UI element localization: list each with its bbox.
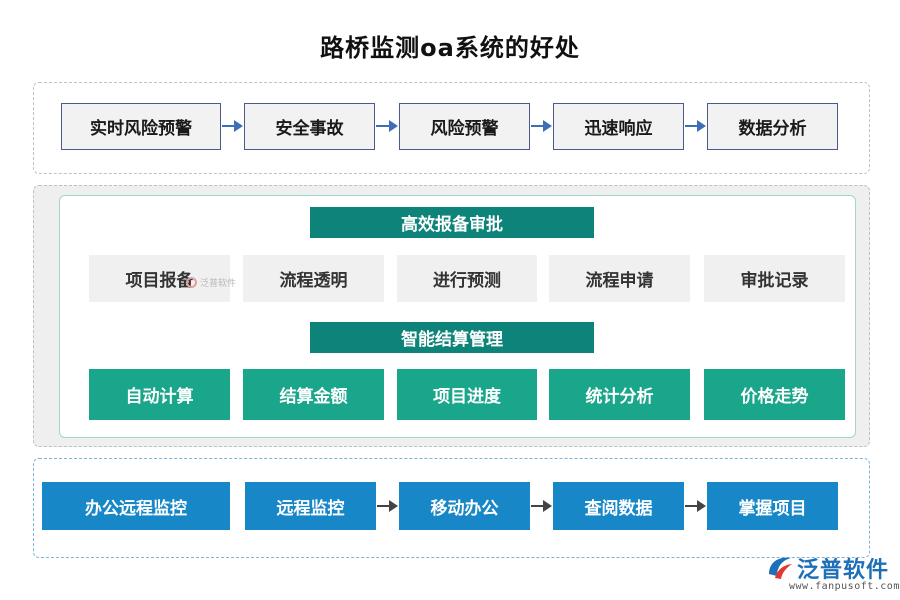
settlement-section-header: 智能结算管理 [310, 322, 594, 353]
top-flow-step-1: 实时风险预警 [61, 103, 221, 150]
top-flow-step-4: 迅速响应 [553, 103, 684, 150]
right-arrow-icon [531, 500, 552, 512]
bottom-flow-panel [33, 458, 870, 558]
watermark-logo-icon [186, 277, 197, 288]
approval-section-header: 高效报备审批 [310, 207, 594, 238]
top-flow-step-5: 数据分析 [707, 103, 838, 150]
approval-item-1: 项目报备 [89, 255, 230, 302]
settlement-item-1: 自动计算 [89, 369, 230, 420]
settlement-item-4: 统计分析 [549, 369, 690, 420]
bottom-flow-step-3: 移动办公 [399, 482, 530, 530]
bottom-flow-step-4: 查阅数据 [553, 482, 684, 530]
brand-url: www.fanpusoft.com [789, 581, 900, 592]
approval-item-4: 流程申请 [549, 255, 690, 302]
diagram-title: 路桥监测oa系统的好处 [320, 34, 580, 62]
settlement-item-5: 价格走势 [704, 369, 845, 420]
top-flow-step-2: 安全事故 [244, 103, 375, 150]
settlement-item-3: 项目进度 [397, 369, 537, 420]
brand-logo: 泛普软件 www.fanpusoft.com [765, 550, 899, 596]
approval-item-5: 审批记录 [704, 255, 845, 302]
bottom-flow-step-5: 掌握项目 [707, 482, 838, 530]
bottom-flow-step-1: 办公远程监控 [42, 482, 230, 530]
top-flow-panel [33, 82, 870, 174]
approval-item-3: 进行预测 [397, 255, 537, 302]
brand-name: 泛普软件 [797, 558, 890, 583]
bottom-flow-step-2: 远程监控 [245, 482, 376, 530]
watermark: 泛普软件 [186, 276, 236, 289]
approval-item-2: 流程透明 [243, 255, 384, 302]
right-arrow-icon [222, 120, 243, 132]
right-arrow-icon [685, 120, 706, 132]
right-arrow-icon [377, 500, 398, 512]
top-flow-step-3: 风险预警 [399, 103, 530, 150]
right-arrow-icon [376, 120, 398, 132]
right-arrow-icon [685, 500, 706, 512]
settlement-item-2: 结算金额 [243, 369, 384, 420]
right-arrow-icon [531, 120, 552, 132]
fanpu-logo-icon [769, 557, 792, 579]
watermark-text: 泛普软件 [200, 279, 237, 289]
